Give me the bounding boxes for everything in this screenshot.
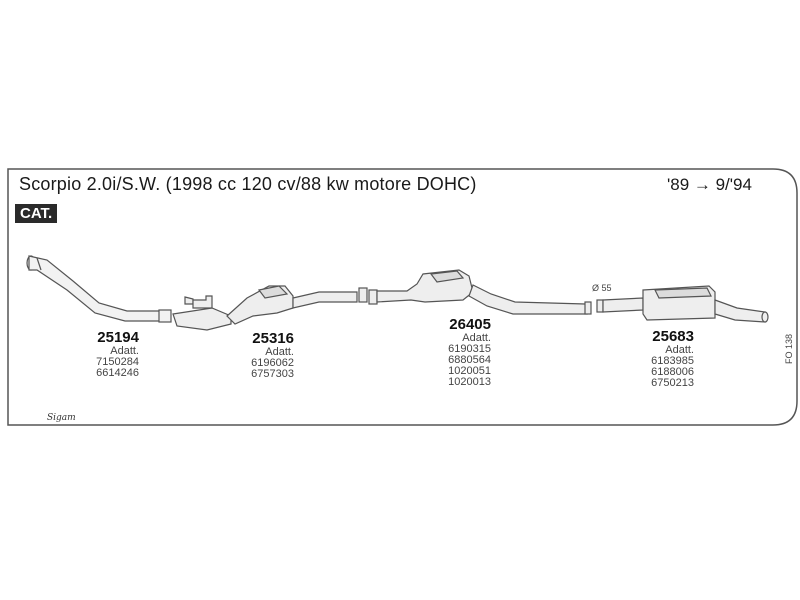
part-number: 25194 (97, 329, 139, 346)
part-label-25683: 25683 Adatt. 6183985 6188006 6750213 (651, 329, 694, 389)
diameter-annotation: Ø 55 (592, 283, 612, 293)
exhaust-diagram-card: Scorpio 2.0i/S.W. (1998 cc 120 cv/88 kw … (7, 168, 798, 426)
part-code: 1020051 (448, 365, 491, 377)
exhaust-system-drawing (7, 168, 798, 426)
adatt-label: Adatt. (665, 344, 694, 356)
adatt-label: Adatt. (110, 345, 139, 357)
part-number: 25683 (652, 328, 694, 345)
catalyst-25316 (172, 285, 358, 331)
part-code: 6190315 (448, 343, 491, 355)
page-title: Scorpio 2.0i/S.W. (1998 cc 120 cv/88 kw … (19, 174, 477, 194)
part-code: 6196062 (251, 357, 294, 369)
adatt-label: Adatt. (265, 346, 294, 358)
part-number: 25316 (252, 330, 294, 347)
reference-code: FO 138 (784, 333, 794, 364)
part-code: 6183985 (651, 355, 694, 367)
part-code: 6757303 (251, 368, 294, 380)
card-border (7, 168, 798, 426)
part-label-25194: 25194 Adatt. 7150284 6614246 (96, 330, 139, 379)
part-number: 26405 (449, 316, 491, 333)
brand-logo: Sigam (47, 413, 76, 423)
part-code: 6188006 (651, 366, 694, 378)
part-code: 6614246 (96, 367, 139, 379)
part-label-26405: 26405 Adatt. 6190315 6880564 1020051 102… (448, 317, 491, 388)
part-code: 1020013 (448, 376, 491, 388)
cat-badge: CAT. (15, 204, 58, 223)
part-code: 6750213 (651, 377, 694, 389)
part-label-25316: 25316 Adatt. 6196062 6757303 (251, 331, 294, 380)
pipe-25194 (26, 255, 172, 323)
silencer-26405 (358, 269, 592, 315)
silencer-25683 (596, 285, 769, 323)
adatt-label: Adatt. (462, 332, 491, 344)
part-code: 7150284 (96, 356, 139, 368)
date-range: '89 → 9/'94 (667, 175, 752, 194)
part-code: 6880564 (448, 354, 491, 366)
